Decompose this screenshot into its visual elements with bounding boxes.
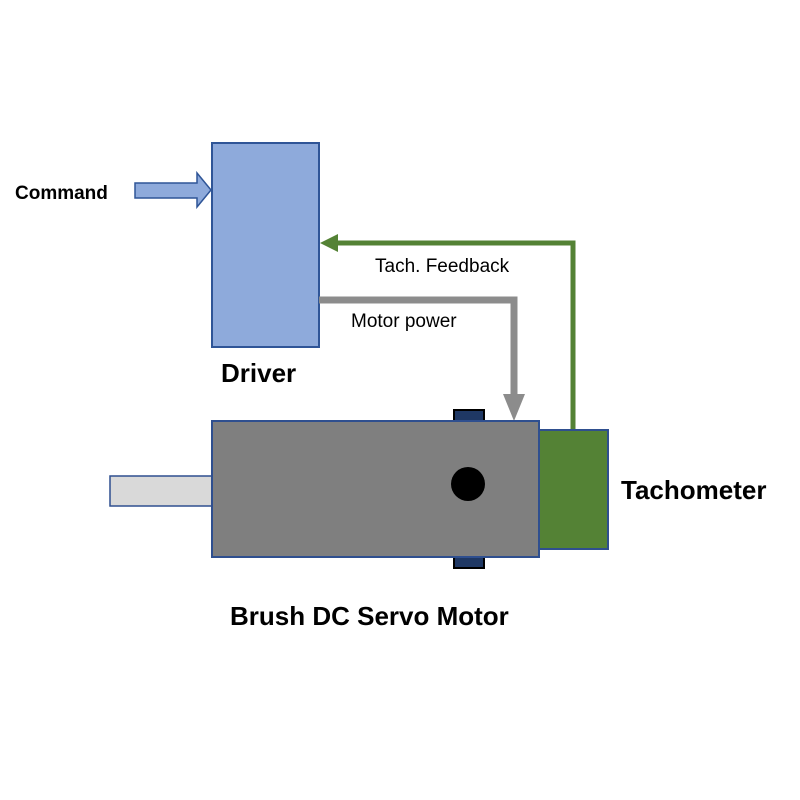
driver-box [211, 142, 320, 348]
tachometer-box [538, 429, 609, 550]
bottom-mount-tab-inner [455, 558, 483, 567]
motor-body [211, 420, 540, 558]
motor-power-line [319, 296, 518, 398]
tach-feedback-line [336, 240, 576, 430]
motor-power-label: Motor power [351, 311, 457, 332]
command-label: Command [15, 183, 108, 204]
tach-feedback-arrowhead [320, 234, 338, 252]
motor-label: Brush DC Servo Motor [230, 601, 509, 631]
driver-label: Driver [221, 358, 296, 388]
motor-dot [451, 467, 485, 501]
tach-feedback-label: Tach. Feedback [375, 256, 510, 277]
motor-power-arrowhead [503, 394, 525, 421]
motor-shaft [109, 475, 214, 507]
top-mount-tab-inner [455, 411, 483, 420]
command-arrow [134, 170, 212, 210]
tachometer-label: Tachometer [621, 475, 766, 505]
